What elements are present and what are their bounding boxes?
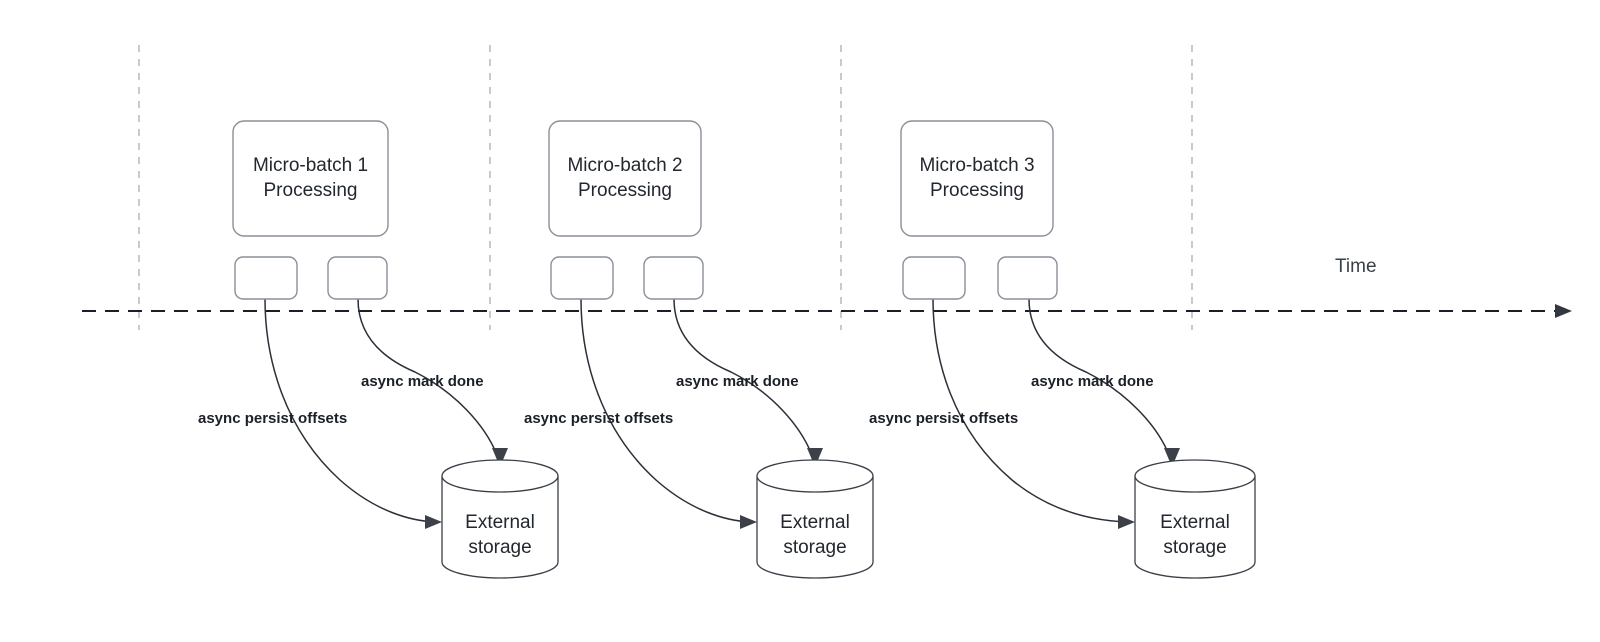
nodes-group [232,120,1256,579]
edge-arrow-head-markdone-2 [807,448,823,467]
edge-path-markdone-3 [1028,298,1170,456]
process-box-1[interactable] [232,120,389,237]
task-box-1-2[interactable] [327,256,388,300]
storage-cylinder-top-1[interactable] [441,459,559,493]
storage-label-line1-3: External [1160,512,1230,533]
edge-arrow-head-markdone-1 [492,448,508,467]
edge-arrow-head-markdone-3 [1164,448,1180,467]
process-box-label-line1-1: Micro-batch 1 [253,155,368,176]
edge-arrow-head-persist-3 [1118,515,1135,529]
edge-path-markdone-1 [357,298,498,456]
edge-label-markdone-2: async mark done [676,373,799,390]
edge-path-persist-2 [580,298,752,523]
edge-path-persist-3 [932,298,1130,523]
edge-path-markdone-2 [673,298,813,456]
storage-cylinder-top-2[interactable] [756,459,874,493]
time-tick-group [138,45,1193,330]
process-box-2[interactable] [548,120,702,237]
task-box-2-1[interactable] [550,256,614,300]
edge-label-persist-2: async persist offsets [524,410,673,427]
timeline-arrow-head [1555,304,1572,318]
task-box-3-2[interactable] [997,256,1058,300]
edge-label-markdone-1: async mark done [361,373,484,390]
process-box-3[interactable] [900,120,1054,237]
storage-label-line2-2: storage [783,537,846,558]
storage-cylinder-body-1[interactable] [441,476,559,579]
edge-label-persist-1: async persist offsets [198,410,347,427]
edge-arrow-head-persist-1 [425,515,442,529]
timeline-label: Time [1335,256,1377,277]
edge-arrow-head-persist-2 [740,515,757,529]
process-box-label-line2-1: Processing [264,180,358,201]
storage-cylinder-body-3[interactable] [1134,476,1256,579]
task-box-3-1[interactable] [902,256,966,300]
storage-cylinder-top-3[interactable] [1134,459,1256,493]
storage-label-line2-1: storage [468,537,531,558]
process-box-label-line1-3: Micro-batch 3 [919,155,1034,176]
process-box-label-line2-3: Processing [930,180,1024,201]
storage-label-line1-1: External [465,512,535,533]
process-box-label-line2-2: Processing [578,180,672,201]
task-box-2-2[interactable] [643,256,704,300]
edge-label-persist-3: async persist offsets [869,410,1018,427]
flow-arrows-group [264,298,1180,529]
storage-label-line2-3: storage [1163,537,1226,558]
storage-cylinder-body-2[interactable] [756,476,874,579]
task-box-1-1[interactable] [234,256,298,300]
edge-label-markdone-3: async mark done [1031,373,1154,390]
timeline-axis-group [82,304,1572,318]
process-box-label-line1-2: Micro-batch 2 [567,155,682,176]
storage-label-line1-2: External [780,512,850,533]
edge-path-persist-1 [264,298,437,523]
